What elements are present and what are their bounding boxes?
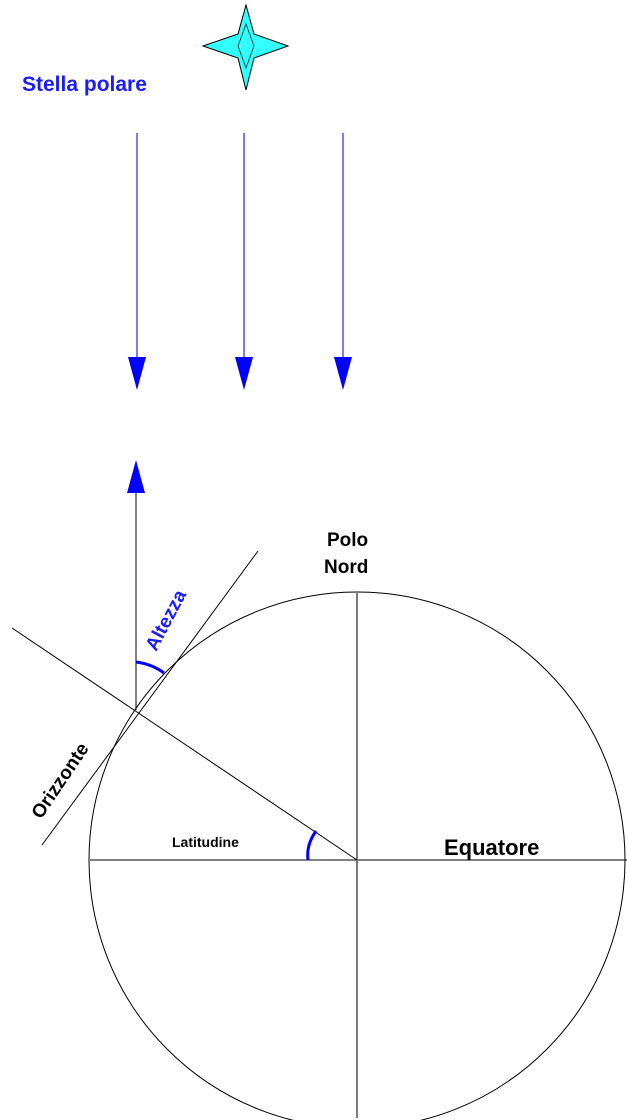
altitude-label: Altezza [142,586,191,654]
horizon-line [41,550,259,846]
horizon-label: Orizzonte [28,739,94,823]
ray-right-arrowhead [334,357,352,390]
ray-left-arrowhead [128,357,146,390]
latitude-arc [306,830,318,861]
equator-label: Equatore [444,835,539,860]
sight-arrowhead [127,460,145,493]
ray-middle-arrowhead [235,357,253,390]
pole-label-line2: Nord [324,557,368,578]
star-icon [201,3,290,91]
pole-label-line1: Polo [327,530,368,551]
latitude-label: Latitudine [172,834,239,850]
star-label: Stella polare [22,73,147,96]
altitude-arc [135,660,165,675]
observer-sight-line [127,460,145,710]
incoming-rays [128,133,352,390]
observer-radius [11,627,358,861]
